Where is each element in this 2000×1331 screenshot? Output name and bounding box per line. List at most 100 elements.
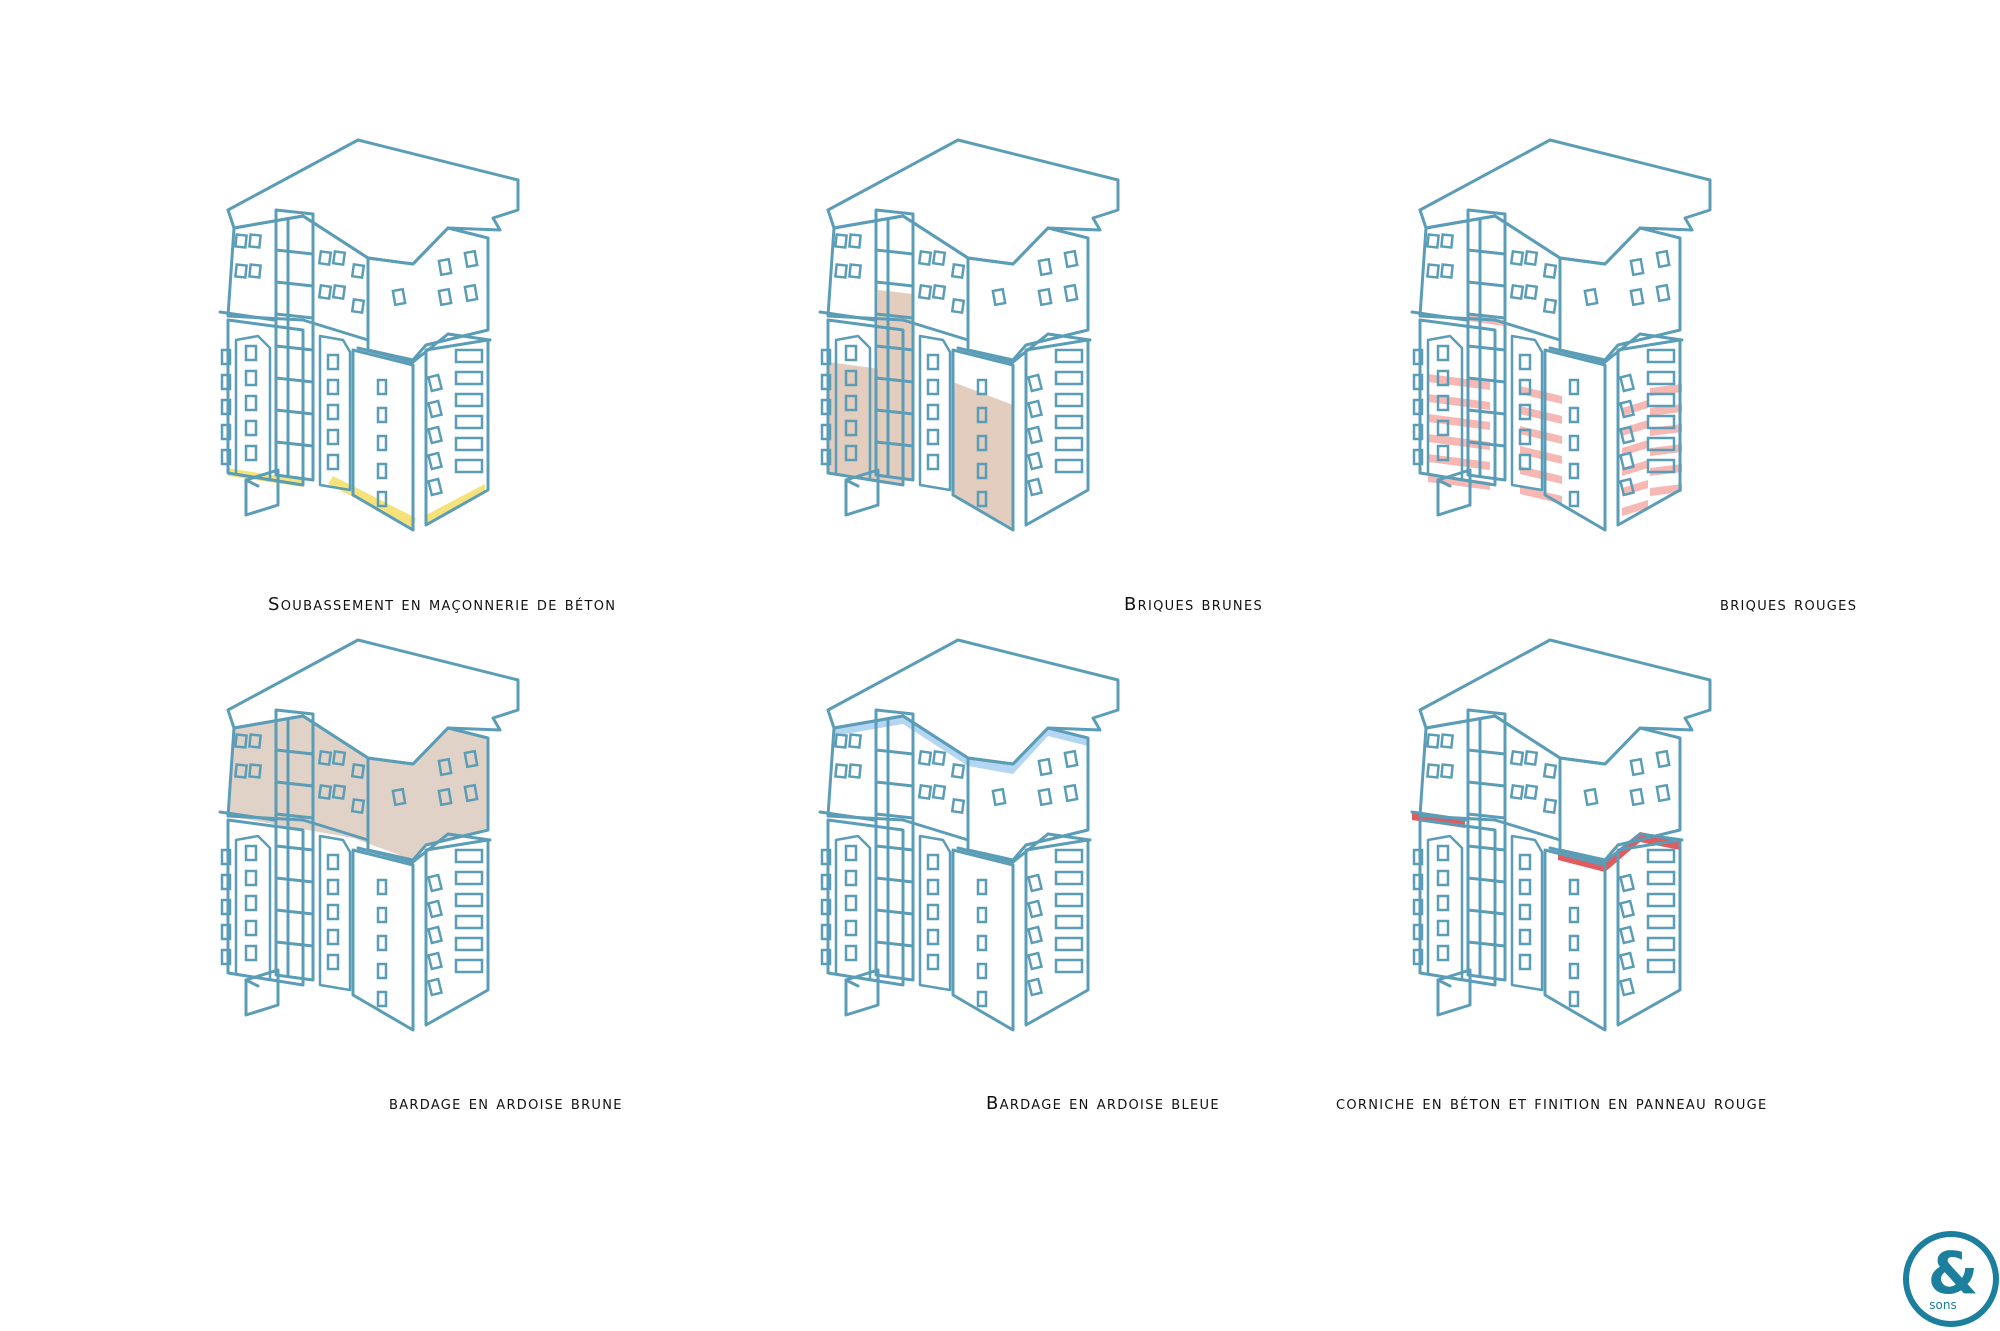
stair-landing bbox=[274, 780, 315, 788]
window bbox=[1054, 392, 1084, 408]
window bbox=[976, 490, 988, 508]
window bbox=[1436, 844, 1450, 862]
window bbox=[331, 749, 347, 767]
window bbox=[1523, 249, 1539, 267]
stair-tower bbox=[874, 708, 915, 982]
window bbox=[391, 287, 407, 307]
window bbox=[820, 423, 832, 441]
cornice-mid bbox=[1548, 846, 1607, 864]
cornice-right bbox=[1046, 332, 1092, 342]
window bbox=[1629, 257, 1645, 277]
window bbox=[976, 990, 988, 1008]
window bbox=[1618, 951, 1636, 971]
stair-landing bbox=[1466, 876, 1507, 884]
window bbox=[820, 448, 832, 466]
slate-blue-highlight bbox=[834, 716, 1088, 774]
window bbox=[376, 406, 388, 424]
window bbox=[234, 263, 248, 279]
window bbox=[1509, 783, 1525, 801]
red-brick-band bbox=[1622, 420, 1648, 436]
window bbox=[931, 749, 947, 767]
window bbox=[1063, 283, 1079, 303]
window bbox=[1518, 878, 1532, 896]
window bbox=[820, 348, 832, 366]
window bbox=[463, 283, 479, 303]
window bbox=[834, 233, 848, 249]
window bbox=[1629, 287, 1645, 307]
stair-landing bbox=[1466, 408, 1507, 416]
window bbox=[426, 977, 444, 997]
window bbox=[326, 453, 340, 471]
window bbox=[976, 878, 988, 896]
window bbox=[326, 853, 340, 871]
building-sketch-3 bbox=[1400, 138, 1820, 560]
window bbox=[326, 378, 340, 396]
window bbox=[1063, 749, 1079, 769]
window bbox=[1026, 399, 1044, 419]
window bbox=[991, 787, 1007, 807]
window bbox=[1655, 749, 1671, 769]
window bbox=[317, 283, 333, 301]
window bbox=[1037, 257, 1053, 277]
window bbox=[1523, 783, 1539, 801]
roof bbox=[826, 138, 1120, 266]
lower-facade-right bbox=[1616, 838, 1682, 1027]
window bbox=[1436, 944, 1450, 962]
red-brick-band bbox=[1650, 464, 1682, 476]
lower-facade-center bbox=[351, 348, 415, 532]
window bbox=[1655, 783, 1671, 803]
window bbox=[463, 783, 479, 803]
window bbox=[331, 249, 347, 267]
window bbox=[244, 344, 258, 362]
stair-landing bbox=[874, 876, 915, 884]
window bbox=[220, 348, 232, 366]
window bbox=[1054, 870, 1084, 886]
window bbox=[454, 370, 484, 386]
window bbox=[1054, 914, 1084, 930]
stair-landing bbox=[874, 748, 915, 756]
red-brick-band bbox=[1650, 424, 1682, 436]
window bbox=[1568, 490, 1580, 508]
stair-landing bbox=[874, 844, 915, 852]
window bbox=[1629, 787, 1645, 807]
window bbox=[976, 962, 988, 980]
stair-landing bbox=[274, 344, 315, 352]
window bbox=[1037, 287, 1053, 307]
stair-landing bbox=[274, 876, 315, 884]
stair-landing bbox=[874, 408, 915, 416]
lower-facade-center bbox=[951, 348, 1015, 532]
window bbox=[931, 283, 947, 301]
window bbox=[844, 894, 858, 912]
window bbox=[234, 733, 248, 749]
window bbox=[376, 962, 388, 980]
stair-landing bbox=[274, 748, 315, 756]
window bbox=[454, 414, 484, 430]
stair-landing bbox=[1466, 940, 1507, 948]
lower-facade-right bbox=[1024, 838, 1090, 1027]
stair-landing bbox=[274, 908, 315, 916]
window bbox=[1412, 948, 1424, 966]
window bbox=[844, 844, 858, 862]
window bbox=[848, 733, 862, 749]
upper-facade-right bbox=[966, 226, 1090, 362]
window bbox=[991, 287, 1007, 307]
red-brick-band bbox=[1622, 500, 1648, 516]
window bbox=[1583, 787, 1599, 807]
window bbox=[1426, 233, 1440, 249]
entry-box bbox=[1436, 968, 1472, 1017]
window bbox=[1655, 283, 1671, 303]
stair-landing bbox=[1466, 812, 1507, 820]
window bbox=[1568, 378, 1580, 396]
roof bbox=[226, 138, 520, 266]
window bbox=[454, 848, 484, 864]
window bbox=[1412, 898, 1424, 916]
window bbox=[1518, 953, 1532, 971]
window bbox=[1618, 977, 1636, 997]
window bbox=[454, 348, 484, 364]
base-highlight-center bbox=[328, 476, 416, 528]
red-brick-band bbox=[1428, 394, 1490, 410]
stair-landing bbox=[874, 344, 915, 352]
stair-landing bbox=[874, 280, 915, 288]
window bbox=[1054, 436, 1084, 452]
window bbox=[820, 398, 832, 416]
